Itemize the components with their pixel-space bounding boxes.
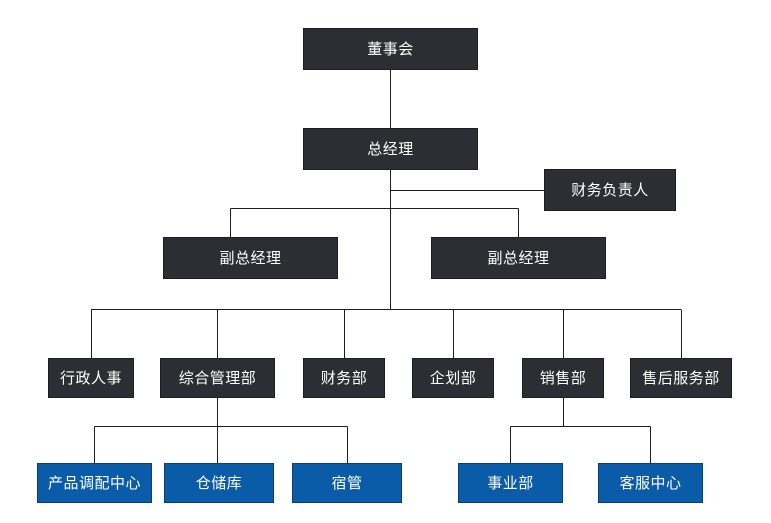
node-admin-hr-label: 行政人事 xyxy=(59,368,122,387)
node-planning-dept[interactable]: 企划部 xyxy=(412,358,494,398)
node-general-mgmt-label: 综合管理部 xyxy=(178,368,257,387)
node-deputy-gm-left[interactable]: 副总经理 xyxy=(163,237,338,279)
node-sales-dept[interactable]: 销售部 xyxy=(522,358,604,398)
node-deputy-gm-right-label: 副总经理 xyxy=(487,248,550,267)
node-general-mgmt[interactable]: 综合管理部 xyxy=(160,358,275,398)
node-board[interactable]: 董事会 xyxy=(303,28,478,70)
node-planning-dept-label: 企划部 xyxy=(429,368,477,387)
node-finance-dept[interactable]: 财务部 xyxy=(303,358,385,398)
node-admin-hr[interactable]: 行政人事 xyxy=(48,358,134,398)
node-warehouse[interactable]: 仓储库 xyxy=(164,463,274,503)
node-after-sales-dept[interactable]: 售后服务部 xyxy=(630,358,732,398)
node-deputy-gm-right[interactable]: 副总经理 xyxy=(431,237,606,279)
node-sales-dept-label: 销售部 xyxy=(539,368,587,387)
node-product-allocation-center[interactable]: 产品调配中心 xyxy=(37,463,152,503)
node-finance-officer[interactable]: 财务负责人 xyxy=(544,169,676,211)
node-product-allocation-center-label: 产品调配中心 xyxy=(47,473,141,492)
node-dormitory-mgmt-label: 宿管 xyxy=(331,473,363,492)
node-finance-dept-label: 财务部 xyxy=(320,368,368,387)
node-business-division-label: 事业部 xyxy=(487,473,534,492)
node-business-division[interactable]: 事业部 xyxy=(458,463,563,503)
node-customer-service-center-label: 客服中心 xyxy=(619,473,682,492)
node-general-manager-label: 总经理 xyxy=(367,139,414,158)
node-general-manager[interactable]: 总经理 xyxy=(303,128,478,170)
node-finance-officer-label: 财务负责人 xyxy=(571,180,649,199)
node-after-sales-dept-label: 售后服务部 xyxy=(642,368,720,387)
node-board-label: 董事会 xyxy=(367,39,414,58)
node-dormitory-mgmt[interactable]: 宿管 xyxy=(292,463,402,503)
node-customer-service-center[interactable]: 客服中心 xyxy=(598,463,703,503)
node-deputy-gm-left-label: 副总经理 xyxy=(219,248,282,267)
node-warehouse-label: 仓储库 xyxy=(195,473,243,492)
